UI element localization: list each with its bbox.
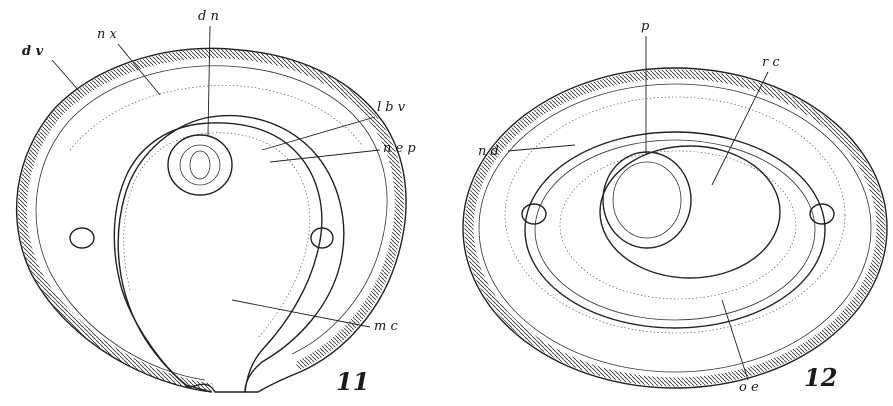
- label-mc: m c: [374, 319, 398, 334]
- label-nx: n x: [97, 27, 118, 42]
- label-nd: n d: [478, 144, 499, 159]
- figure-12-number: 12: [804, 363, 837, 392]
- label-nep: n e p: [383, 141, 416, 156]
- fig11-nerve-cord: [168, 135, 232, 195]
- fig11-mantle-lining: [114, 123, 322, 392]
- fig12-epidermis: [469, 74, 881, 382]
- fig12-proboscis: [603, 152, 691, 248]
- label-oe: o e: [739, 380, 759, 395]
- figure-11-number: 11: [336, 367, 369, 396]
- figure-11-section: d v n x d n l b v n e p m c 11: [17, 9, 417, 396]
- figure-12-section: p r c n d o e 12: [463, 19, 887, 395]
- fig12-mantle-ring: [525, 132, 825, 328]
- label-dn: d n: [198, 9, 219, 24]
- label-p: p: [641, 19, 650, 34]
- label-lbv: l b v: [377, 100, 406, 115]
- label-rc: r c: [762, 55, 780, 70]
- label-dv: d v: [22, 44, 44, 59]
